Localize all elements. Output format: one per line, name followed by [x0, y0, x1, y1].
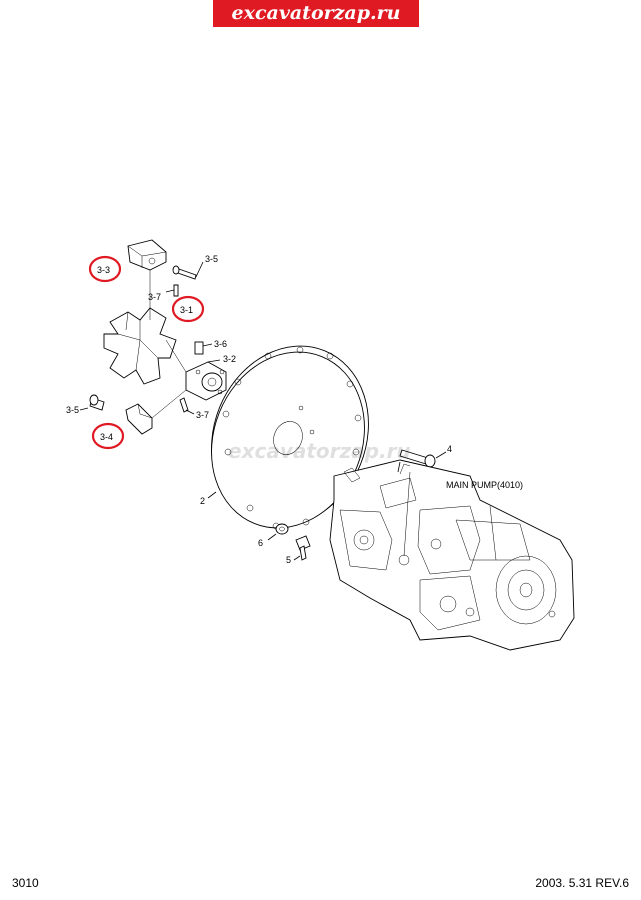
label-3-5-top: 3-5 [205, 254, 218, 264]
highlight-3-4 [91, 422, 125, 450]
part-3-4-clamp [125, 403, 153, 435]
part-3-3-clamp [127, 239, 167, 271]
site-banner: excavatorzap.ru [213, 0, 419, 27]
label-3-2: 3-2 [223, 354, 236, 364]
highlight-3-3 [88, 255, 122, 283]
part-5-bolt [293, 535, 311, 561]
part-3-6-set-screw [194, 341, 213, 355]
label-2: 2 [200, 496, 205, 506]
label-5: 5 [286, 555, 291, 565]
label-3-7-bottom: 3-7 [196, 410, 209, 420]
watermark-text: excavatorzap.ru [228, 439, 411, 463]
part-3-5-bolt-top [172, 261, 204, 280]
label-4: 4 [447, 444, 452, 454]
label-3-1: 3-1 [180, 305, 193, 315]
part-3-2-hub [185, 359, 227, 401]
part-2-flywheel [207, 345, 369, 530]
main-pump-assembly [329, 459, 575, 651]
part-3-1-rubber-element [103, 307, 177, 385]
label-3-4: 3-4 [100, 432, 113, 442]
label-6: 6 [258, 538, 263, 548]
revision-date: 2003. 5.31 REV.6 [535, 876, 629, 890]
part-3-7-pin-bottom [179, 397, 195, 415]
label-3-7-top: 3-7 [148, 292, 161, 302]
page-number: 3010 [12, 876, 39, 890]
label-3-3: 3-3 [97, 265, 110, 275]
part-4-bolt [399, 449, 447, 468]
part-3-7-pin-top [165, 284, 179, 297]
part-6-washer [267, 523, 289, 541]
label-3-6: 3-6 [214, 339, 227, 349]
highlight-3-1 [171, 295, 205, 323]
label-3-5-bottom: 3-5 [66, 405, 79, 415]
label-main-pump: MAIN PUMP(4010) [446, 480, 523, 490]
part-3-5-bolt-bottom [79, 394, 105, 411]
